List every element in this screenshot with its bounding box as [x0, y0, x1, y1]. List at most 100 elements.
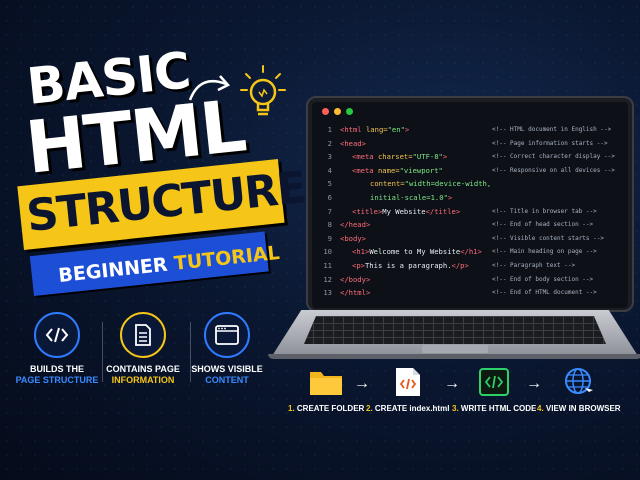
code-token: My Website — [382, 206, 426, 216]
step-text: CREATE index.html — [374, 404, 450, 413]
step-text: VIEW IN BROWSER — [545, 404, 621, 413]
code-token: <html — [340, 125, 362, 134]
code-token: > — [404, 125, 410, 134]
close-dot[interactable] — [322, 108, 329, 115]
line-number: 9 — [327, 233, 332, 243]
laptop-base-edge — [268, 354, 640, 359]
code-token: <title> — [352, 206, 383, 216]
code-token: "en" — [387, 125, 405, 134]
step-number: 4. — [537, 404, 544, 413]
code-token: </p> — [451, 260, 469, 270]
line-number: 8 — [327, 220, 332, 230]
line-number: 1 — [327, 125, 332, 134]
minimize-dot[interactable] — [334, 108, 341, 115]
code-token: content= — [370, 179, 405, 189]
line-number: 3 — [327, 152, 332, 162]
line-number: 13 — [323, 288, 332, 298]
line-number: 4 — [327, 165, 332, 175]
feature-line2: CONTENT — [205, 375, 249, 385]
code-line: 3 <meta charset="UTF-8"> <!-- Correct ch… — [312, 150, 628, 164]
code-token: <head> — [340, 138, 366, 148]
code-line: 4 <meta name="viewport" <!-- Responsive … — [312, 164, 628, 178]
feature-visible-content: SHOWS VISIBLE CONTENT — [184, 312, 270, 386]
feature-line1: CONTAINS PAGE — [106, 364, 180, 374]
code-comment: <!-- Paragraph text --> — [492, 261, 576, 269]
lightbulb-icon — [240, 65, 286, 116]
step-text: CREATE FOLDER — [296, 404, 365, 413]
code-token: </head> — [340, 220, 371, 230]
step-number: 3. — [452, 404, 459, 413]
feature-line2: INFORMATION — [111, 375, 175, 385]
feature-page-information: CONTAINS PAGE INFORMATION — [100, 312, 186, 386]
line-number: 11 — [323, 260, 332, 270]
code-token: "viewport" — [399, 165, 443, 175]
folder-icon — [288, 366, 364, 398]
code-token: initial-scale=1.0" — [370, 192, 448, 202]
code-editor-screen: 1 <html lang="en"> <!-- HTML document in… — [312, 102, 628, 308]
code-token: This is a paragraph. — [364, 260, 452, 270]
code-line: 6 initial-scale=1.0"> — [312, 191, 628, 205]
browser-window-icon — [204, 312, 250, 358]
code-line: 5 content="width=device-width, — [312, 177, 628, 191]
step-number: 2. — [366, 404, 373, 413]
code-token: </body> — [340, 274, 371, 284]
laptop-keyboard — [304, 316, 606, 344]
code-token: > — [447, 192, 453, 202]
code-line: 7 <title>My Website</title> <!-- Title i… — [312, 205, 628, 219]
feature-divider — [102, 322, 103, 382]
step-write-code: 3. WRITE HTML CODE — [452, 366, 536, 413]
line-number: 5 — [327, 179, 332, 189]
code-line: 11 <p>This is a paragraph.</p> <!-- Para… — [312, 259, 628, 273]
code-token: </title> — [425, 206, 461, 216]
step-create-folder: 1. CREATE FOLDER — [288, 366, 364, 413]
document-icon — [120, 312, 166, 358]
line-number: 2 — [327, 138, 332, 148]
code-token: <body> — [340, 233, 366, 243]
line-number: 7 — [327, 206, 332, 216]
code-line: 10 <h1>Welcome to My Website</h1> <!-- M… — [312, 245, 628, 259]
code-token: "width=device-width, — [404, 179, 492, 189]
code-token: lang= — [361, 125, 388, 134]
code-token: <p> — [352, 260, 365, 270]
arrow-right-icon: → — [354, 375, 370, 392]
step-label: 2. CREATE index.html — [366, 404, 449, 413]
html-file-icon — [366, 366, 449, 398]
feature-line1: BUILDS THE — [30, 364, 84, 374]
curved-arrow-icon — [188, 75, 231, 101]
code-token: Welcome to My Website — [369, 247, 461, 257]
code-comment: <!-- End of HTML document --> — [492, 289, 597, 297]
code-token: charset= — [373, 152, 413, 162]
code-token: <meta — [352, 152, 374, 162]
arrow-right-icon: → — [444, 375, 460, 392]
code-block: 1 <html lang="en"> <!-- HTML document in… — [312, 123, 628, 300]
code-brackets-icon — [34, 312, 80, 358]
code-comment: <!-- Correct character display --> — [492, 153, 615, 161]
code-comment: <!-- HTML document in English --> — [492, 126, 612, 133]
window-controls — [322, 108, 353, 115]
code-comment: <!-- Page information starts --> — [492, 139, 608, 147]
code-token: "UTF-8" — [412, 152, 443, 162]
step-label: 1. CREATE FOLDER — [288, 404, 364, 413]
code-line: 8 </head> <!-- End of head section --> — [312, 218, 628, 232]
code-token: <h1> — [352, 247, 370, 257]
code-comment: <!-- End of body section --> — [492, 275, 594, 283]
step-number: 1. — [288, 404, 295, 413]
globe-icon — [537, 366, 621, 398]
code-comment: <!-- Visible content starts --> — [492, 234, 604, 242]
code-line: 13 </html> <!-- End of HTML document --> — [312, 286, 628, 300]
code-token: </html> — [340, 288, 371, 298]
code-line: 1 <html lang="en"> <!-- HTML document in… — [312, 123, 628, 137]
arrow-right-icon: → — [526, 375, 542, 392]
code-token: > — [442, 152, 448, 162]
feature-divider — [190, 322, 191, 382]
code-token: name= — [373, 165, 400, 175]
line-number: 6 — [327, 192, 332, 202]
code-comment: <!-- End of head section --> — [492, 221, 594, 229]
code-comment: <!-- Title in browser tab --> — [492, 207, 597, 215]
feature-page-structure: BUILDS THE PAGE STRUCTURE — [14, 312, 100, 386]
step-text: WRITE HTML CODE — [460, 404, 537, 413]
code-token: <meta — [352, 165, 374, 175]
step-view-browser: 4. VIEW IN BROWSER — [537, 366, 621, 413]
maximize-dot[interactable] — [346, 108, 353, 115]
step-label: 4. VIEW IN BROWSER — [537, 404, 621, 413]
